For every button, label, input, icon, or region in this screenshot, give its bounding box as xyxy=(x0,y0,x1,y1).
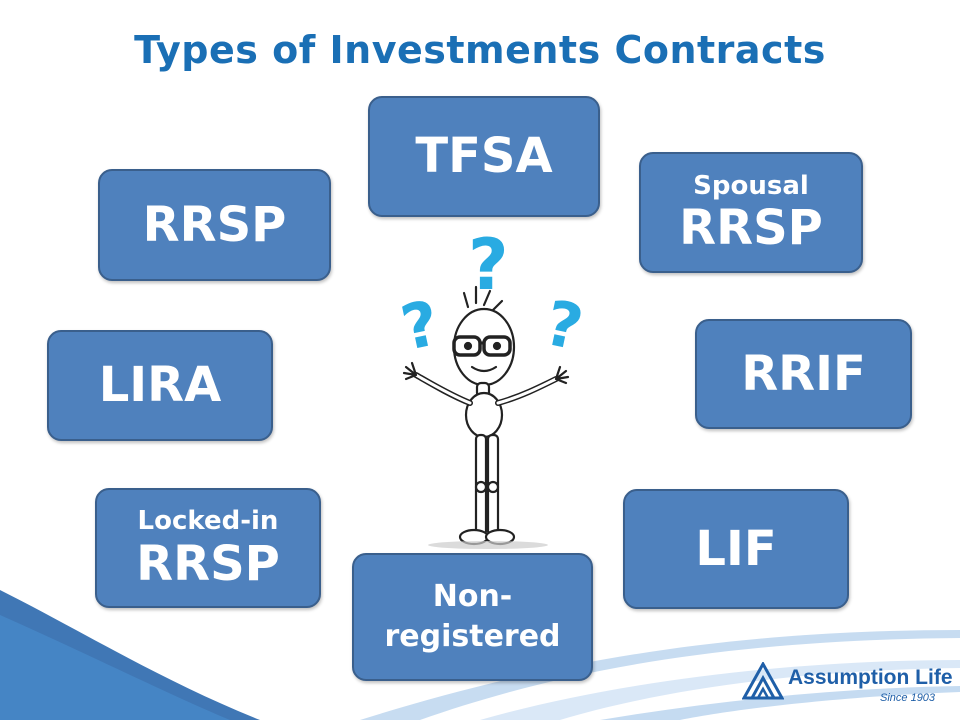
tfsa-box: TFSA xyxy=(368,96,600,217)
tfsa-label: TFSA xyxy=(415,128,553,185)
question-mark-left: ? xyxy=(395,286,445,365)
lira-label: LIRA xyxy=(98,357,222,414)
confused-stick-figure-icon: ? ? ? xyxy=(395,224,589,549)
rrsp-label: RRSP xyxy=(142,196,287,253)
spousal-rrsp-line1: Spousal xyxy=(693,170,809,201)
decorative-waves xyxy=(0,590,960,720)
rrif-label: RRIF xyxy=(741,345,866,402)
spousal-rrsp-line2: RRSP xyxy=(679,200,823,257)
non-registered-line2: registered xyxy=(384,619,561,654)
non-registered-line1: Non- xyxy=(432,578,513,614)
rrsp-box: RRSP xyxy=(98,169,331,281)
non-registered-box: Non- registered xyxy=(352,553,593,681)
logo-since: Since 1903 xyxy=(880,692,936,704)
question-mark-right: ? xyxy=(539,286,589,365)
locked-in-rrsp-line2: RRSP xyxy=(136,535,280,592)
lif-label: LIF xyxy=(695,520,777,577)
logo-name: Assumption Life xyxy=(788,666,953,689)
slide-title: Types of Investments Contracts xyxy=(134,28,826,72)
spousal-rrsp-box: Spousal RRSP xyxy=(639,152,863,273)
rrif-box: RRIF xyxy=(695,319,912,429)
locked-in-rrsp-line1: Locked-in xyxy=(137,506,279,537)
locked-in-rrsp-box: Locked-in RRSP xyxy=(95,488,321,608)
lira-box: LIRA xyxy=(47,330,273,441)
assumption-life-logo-icon xyxy=(742,662,784,700)
lif-box: LIF xyxy=(623,489,849,609)
